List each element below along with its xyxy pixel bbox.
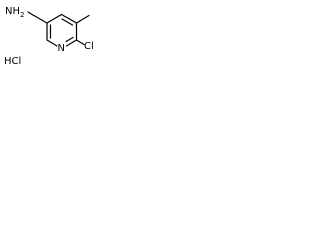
amine-label: NH2 bbox=[5, 6, 24, 19]
structure-diagram: NH2 N Cl HCl bbox=[0, 0, 115, 67]
double-bond-c3-n-inner bbox=[65, 36, 74, 43]
ch2-bond-amine bbox=[27, 11, 34, 16]
pyridine-ring bbox=[46, 13, 78, 47]
hcl-salt-label: HCl bbox=[4, 56, 21, 67]
chloro-bond bbox=[75, 39, 85, 46]
methyl-bond bbox=[75, 14, 90, 24]
chlorine-label: Cl bbox=[84, 41, 94, 52]
ring-nitrogen-label: N bbox=[58, 43, 65, 54]
chemical-structure: NH2 N Cl HCl bbox=[4, 6, 94, 67]
bond-c6-c1 bbox=[46, 13, 63, 24]
bond-c1-c2 bbox=[60, 13, 78, 24]
double-bond-c1-c2-inner bbox=[61, 18, 74, 26]
ch2-bond-ring bbox=[32, 14, 48, 24]
bond-c3-n bbox=[65, 39, 78, 47]
bond-n-c5 bbox=[46, 39, 58, 47]
